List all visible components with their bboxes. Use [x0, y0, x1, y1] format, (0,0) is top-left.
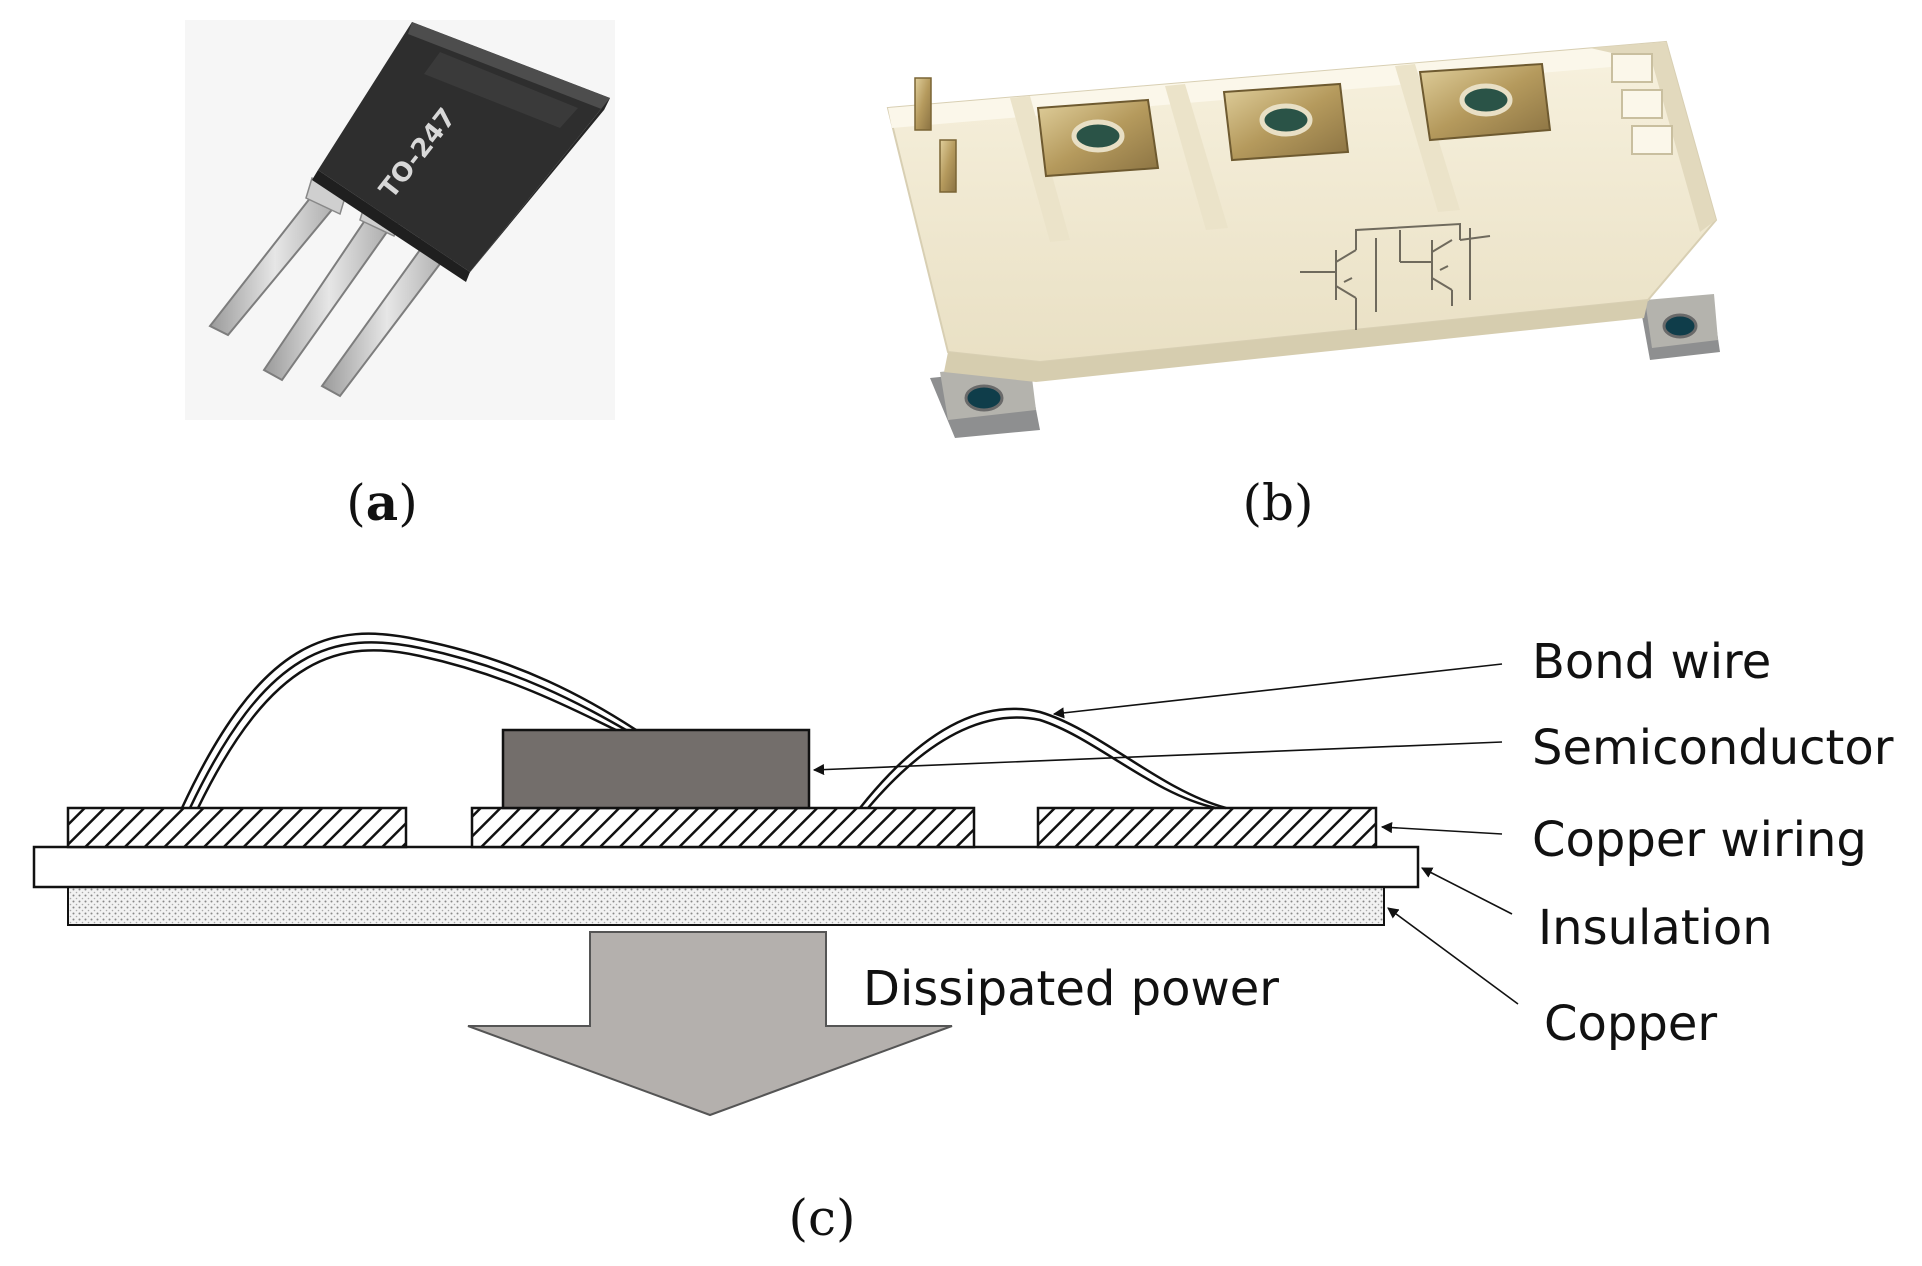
insulation-layer — [32, 845, 1420, 889]
copper-wiring-pad-center — [470, 806, 976, 849]
copper-wiring-pad-right — [1036, 806, 1378, 849]
leader-lines — [812, 663, 1519, 1005]
leader-semiconductor — [812, 741, 1503, 776]
leader-copper — [1387, 907, 1519, 1005]
bond-wire-left — [180, 632, 637, 809]
module-base-plate — [930, 294, 1720, 438]
panel-c-caption: (c) — [788, 1189, 855, 1247]
bond-wires — [180, 632, 1227, 810]
power-terminal-2 — [1222, 82, 1350, 162]
panel-a-caption: (a) — [346, 473, 417, 532]
module-power-terminals — [1036, 62, 1552, 178]
label-copper-wiring: Copper wiring — [1532, 812, 1867, 868]
copper-wiring-pad-left — [66, 806, 408, 849]
label-insulation: Insulation — [1538, 900, 1773, 956]
dissipated-power-arrow — [467, 931, 953, 1117]
module-printed-schematic — [1300, 222, 1491, 330]
panel-c: Dissipated power Bond wire Semiconductor… — [32, 632, 1894, 1247]
bond-wire-left-3 — [196, 649, 617, 809]
semiconductor-die — [501, 728, 811, 810]
panel-a: TO-247 (a) — [185, 20, 615, 532]
panel-b: (b) — [886, 40, 1720, 532]
bond-wire-right-2 — [867, 716, 1217, 810]
leader-copper-wiring — [1380, 821, 1503, 835]
label-copper: Copper — [1544, 996, 1717, 1052]
label-dissipated-power: Dissipated power — [863, 961, 1279, 1017]
leader-insulation — [1421, 867, 1513, 915]
bond-wire-right — [859, 707, 1227, 810]
power-terminal-1 — [1036, 98, 1160, 178]
label-bond-wire: Bond wire — [1532, 634, 1771, 690]
module-gate-pins — [914, 77, 957, 193]
bond-wire-left-2 — [188, 641, 627, 809]
copper-base-layer — [67, 886, 1385, 926]
label-semiconductor: Semiconductor — [1532, 720, 1894, 776]
leader-bond-wire — [1052, 663, 1503, 719]
to247-package-body — [312, 22, 610, 282]
power-terminal-3 — [1418, 62, 1552, 142]
panel-b-caption: (b) — [1242, 474, 1313, 532]
